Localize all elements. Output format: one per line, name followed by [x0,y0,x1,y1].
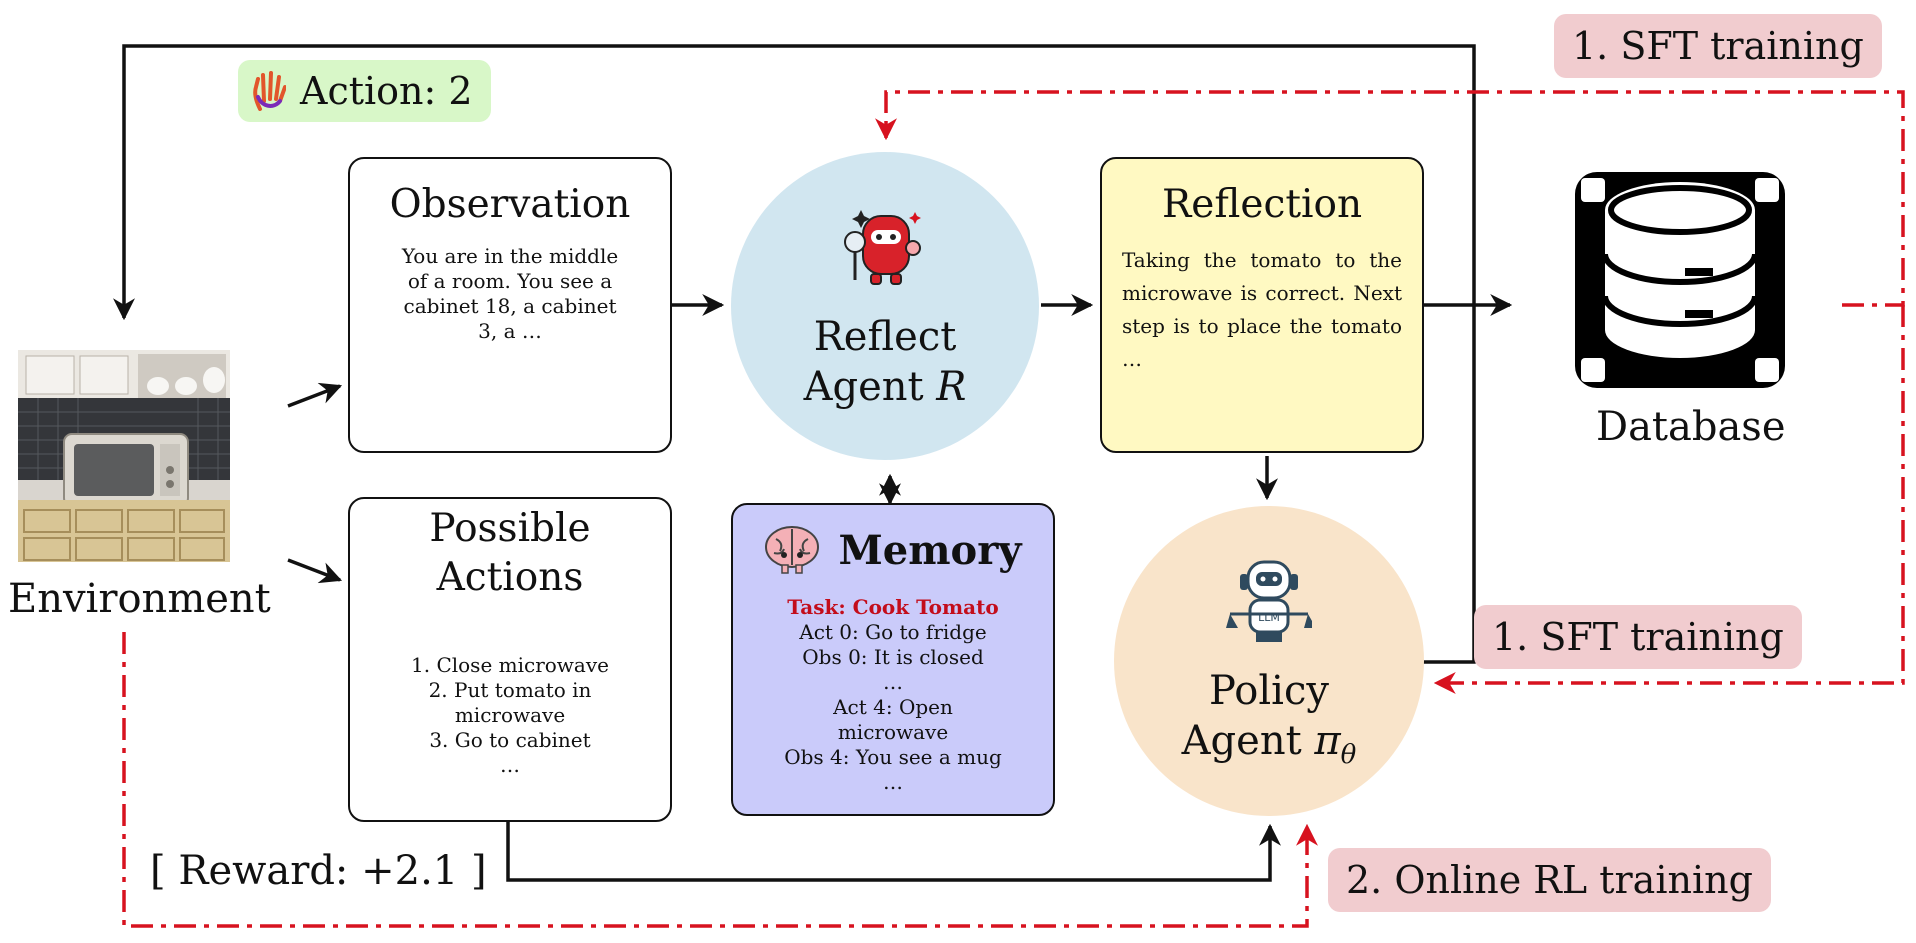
hand-icon [252,71,287,111]
policy-agent-label: Policy Agent πθ [1114,666,1424,772]
environment-label: Environment [8,576,271,622]
memory-box: Memory Task: Cook Tomato Act 0: Go to fr… [731,503,1055,816]
reflect-robot-icon [841,202,929,292]
env-to-actions-arrow [287,558,343,584]
memory-line-2: Obs 0: It is closed [802,645,984,669]
actions-to-policy-line [506,822,1281,882]
possible-actions-box: Possible Actions 1. Close microwave 2. P… [348,497,672,822]
action-item-1: 1. Close microwave [411,652,609,677]
sft-training-tag-policy: 1. SFT training [1474,605,1802,669]
memory-line-3: … [883,670,903,694]
reflect-agent-line1: Reflect [813,314,957,360]
database-icon [1575,172,1785,388]
policy-agent-word: Agent [1181,718,1302,764]
reflection-title: Reflection [1161,182,1363,227]
policy-agent-line1: Policy [1209,668,1329,714]
action-tag-text: Action: 2 [300,69,473,113]
reflection-box: Reflection Taking the tomato to the micr… [1100,157,1424,453]
policy-agent-circle: LLM Policy Agent πθ [1114,506,1424,816]
memory-title: Memory [838,526,1022,574]
memory-line-6: … [883,770,903,794]
memory-line-1: Act 0: Go to fridge [799,620,987,644]
possible-actions-list: 1. Close microwave 2. Put tomato in micr… [400,653,620,778]
policy-agent-symbol: π [1314,718,1341,764]
rl-to-policy-line [122,632,1318,928]
observation-text: You are in the middle of a room. You see… [401,243,619,343]
memory-task: Task: Cook Tomato [787,595,999,619]
reflect-agent-symbol: R [936,364,967,410]
reward-label: [ Reward: +2.1 ] [150,848,487,894]
possible-actions-title: Possible Actions [429,506,591,600]
action-item-3: 3. Go to cabinet [429,727,591,752]
policy-agent-subscript: θ [1340,740,1357,770]
policy-agent-line2: Agent πθ [1114,716,1424,772]
reflect-agent-circle: Reflect Agent R [731,152,1039,460]
reflect-agent-label: Reflect Agent R [731,312,1039,412]
database-label: Database [1596,404,1786,450]
reflect-agent-line2: Agent R [731,362,1039,412]
memory-content: Task: Cook Tomato Act 0: Go to fridge Ob… [748,595,1038,795]
observation-box: Observation You are in the middle of a r… [348,157,672,453]
reflection-text: Taking the tomato to the microwave is co… [1122,247,1402,371]
reflect-agent-word: Agent [803,364,924,410]
environment-image [18,350,230,562]
memory-header: Memory [733,525,1053,575]
sft-training-tag-top: 1. SFT training [1554,14,1882,78]
observation-title: Observation [389,182,631,227]
env-to-observation-arrow [287,382,343,408]
memory-line-4: Act 4: Open microwave [833,695,953,744]
brain-icon [764,525,820,575]
online-rl-training-tag: 2. Online RL training [1328,848,1771,912]
sft-to-reflect-line [875,90,1905,307]
sft-to-policy-line [1433,305,1905,694]
memory-line-5: Obs 4: You see a mug [784,745,1002,769]
action-tag: Action: 2 [238,60,491,122]
action-item-more: … [500,752,520,777]
judge-robot-icon: LLM [1226,558,1316,646]
action-item-2: 2. Put tomato in microwave [428,677,592,727]
